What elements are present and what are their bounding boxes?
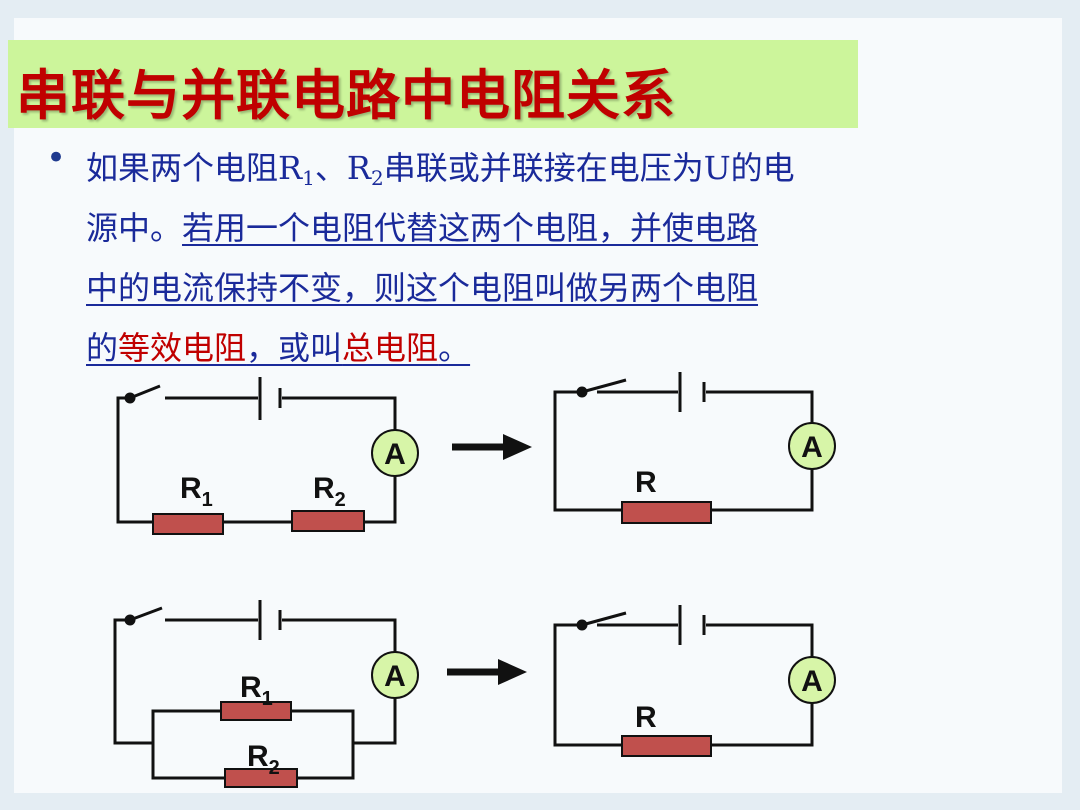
wire	[706, 623, 814, 657]
label-main: R	[313, 472, 335, 505]
label-sub: 1	[262, 688, 273, 710]
parallel-circuit	[113, 600, 397, 780]
slide-background	[14, 18, 1062, 793]
equivalent-circuit-series	[553, 372, 814, 512]
subscript: 1	[302, 166, 315, 190]
resistor-r2	[291, 510, 365, 532]
subscript: 2	[370, 166, 384, 190]
text-seg: 源中。	[86, 209, 183, 247]
label-sub: 1	[202, 489, 213, 511]
label-r: R	[635, 701, 657, 734]
ammeter	[371, 651, 419, 699]
term-equivalent-resistance: 等效电阻	[118, 329, 247, 367]
resistor-r	[621, 735, 712, 757]
wire	[151, 709, 225, 780]
term-total-resistance: 总电阻	[342, 329, 439, 367]
switch-pivot	[124, 392, 136, 404]
resistor-r1	[220, 701, 292, 721]
resistor-r2	[224, 768, 298, 788]
label-main: R	[240, 671, 262, 704]
para-line-3: 中的电流保持不变，则这个电阻叫做另两个电阻	[86, 258, 986, 318]
underlined-text: 若用一个电阻代替这两个电阻，并使电路	[182, 209, 759, 247]
wire	[282, 396, 397, 430]
underlined-text: 中的电流保持不变，则这个电阻叫做另两个电阻	[86, 269, 759, 307]
text-seg: 串联或并联接在电压为U的电	[383, 149, 795, 187]
switch-pivot	[576, 619, 588, 631]
label-r: R	[635, 466, 657, 499]
resistor-r	[621, 501, 712, 524]
text-seg: ，或叫	[246, 329, 343, 367]
label-sub: 2	[335, 489, 346, 511]
para-line-4: 的等效电阻，或叫总电阻。	[86, 318, 986, 378]
switch-pivot	[576, 386, 588, 398]
label-r1: R1	[180, 472, 213, 511]
label-r2: R2	[247, 740, 280, 779]
wire	[113, 618, 153, 745]
ammeter-label: A	[801, 431, 823, 464]
wire	[706, 390, 814, 423]
equivalent-circuit-parallel	[553, 605, 814, 747]
arrow-right-icon	[503, 434, 532, 460]
text-seg: 、R	[314, 149, 371, 187]
label-main: R	[247, 740, 269, 773]
series-circuit	[116, 377, 397, 524]
label-r1: R1	[240, 671, 273, 710]
text-seg: 的	[86, 329, 119, 367]
label-r2: R2	[313, 472, 346, 511]
text-seg: 如果两个电阻R	[86, 149, 303, 187]
switch-blade	[581, 611, 627, 627]
resistor-r1	[152, 513, 224, 535]
ammeter	[788, 422, 836, 470]
text-seg: 。	[438, 329, 471, 367]
ammeter-label: A	[384, 660, 406, 693]
ammeter-label: A	[384, 438, 406, 471]
title-highlight	[8, 40, 858, 128]
ammeter	[371, 429, 419, 477]
definition-paragraph: 如果两个电阻R1、R2串联或并联接在电压为U的电 源中。若用一个电阻代替这两个电…	[86, 138, 986, 378]
wire	[711, 469, 814, 512]
wire	[291, 709, 355, 780]
ammeter	[788, 656, 836, 704]
wire	[553, 623, 622, 747]
para-line-1: 如果两个电阻R1、R2串联或并联接在电压为U的电	[86, 138, 986, 198]
wire	[353, 698, 397, 745]
wire	[116, 396, 153, 524]
wire	[553, 390, 622, 512]
bullet-dot: •	[46, 138, 67, 178]
para-line-2: 源中。若用一个电阻代替这两个电阻，并使电路	[86, 198, 986, 258]
wire	[711, 703, 814, 747]
arrow-right-icon	[498, 659, 527, 685]
wire	[364, 476, 397, 524]
page-title: 串联与并联电路中电阻关系	[16, 64, 676, 127]
ammeter-label: A	[801, 665, 823, 698]
label-sub: 2	[269, 757, 280, 779]
switch-blade	[129, 606, 163, 622]
label-main: R	[180, 472, 202, 505]
switch-pivot	[124, 614, 136, 626]
wire	[282, 618, 397, 652]
switch-blade	[581, 378, 627, 394]
